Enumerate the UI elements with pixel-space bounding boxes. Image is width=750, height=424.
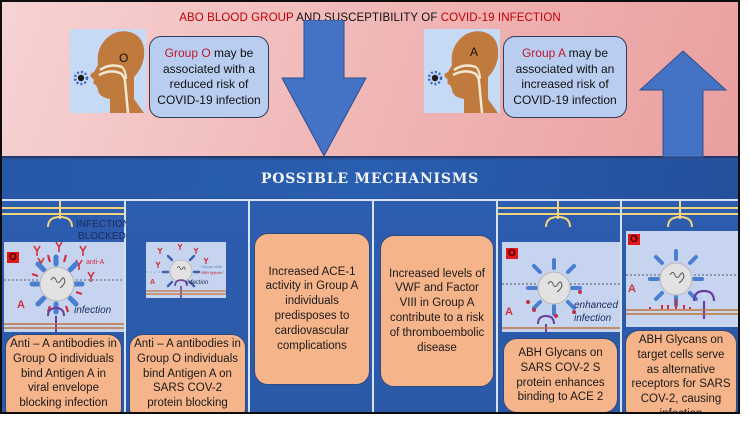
- callout-group-a-highlight: Group A: [521, 46, 566, 60]
- mechanism-text-box-3: Increased ACE-1 activity in Group A indi…: [254, 233, 370, 385]
- panel-2-diagram: Glycan side ABH glycan A infection: [146, 242, 226, 298]
- mechanism-text: Increased levels of VWF and Factor VIII …: [389, 267, 485, 354]
- virus-particle-icon: [169, 259, 193, 283]
- group-a-tag: A: [505, 306, 513, 318]
- panel-6-diagram: O A: [626, 231, 738, 327]
- ace2-receptor-icon: [47, 201, 73, 228]
- spike-proteins: [29, 254, 85, 315]
- receptor-icon: [692, 289, 716, 319]
- infographic-frame: ABO BLOOD GROUP AND SUSCEPTIBILITY OF CO…: [0, 0, 740, 414]
- mechanism-text-box-4: Increased levels of VWF and Factor VIII …: [380, 235, 494, 387]
- mechanism-text-box-5: ABH Glycans on SARS COV-2 S protein enha…: [503, 338, 618, 412]
- mechanism-text: Increased ACE-1 activity in Group A indi…: [265, 265, 359, 352]
- group-o-tag: O: [628, 234, 640, 245]
- membrane-line: [2, 213, 124, 215]
- mechanism-panel-5: O A enhanced infection ABH Glycans on SA…: [498, 201, 622, 412]
- callout-group-a: Group A may be associated with an increa…: [503, 36, 627, 118]
- infection-label: infection: [186, 280, 209, 286]
- virus-particle-icon: [39, 266, 75, 302]
- group-a-tag: A: [150, 279, 156, 286]
- group-o-tag: O: [506, 248, 518, 259]
- mechanism-panel-4: Increased levels of VWF and Factor VIII …: [374, 201, 498, 412]
- title-part-blood-group: ABO BLOOD GROUP: [179, 12, 294, 24]
- arrow-down-icon: [281, 20, 367, 158]
- human-head-icon: [73, 31, 145, 113]
- virus-particle-icon: [659, 262, 693, 296]
- mechanism-panel-3: Increased ACE-1 activity in Group A indi…: [250, 201, 374, 412]
- mechanism-panels: INFECTION BLOCKED: [2, 199, 738, 414]
- membrane-line: [2, 207, 124, 209]
- mechanism-text: Anti – A antibodies in Group O individua…: [10, 338, 117, 410]
- head-illustration-group-a: A: [424, 29, 500, 113]
- panel-5-diagram: O A enhanced infection: [502, 242, 620, 332]
- page-title: ABO BLOOD GROUP AND SUSCEPTIBILITY OF CO…: [2, 12, 738, 24]
- infection-blocked-label: INFECTION BLOCKED: [76, 219, 130, 242]
- antibody-blocking-diagram: [4, 242, 124, 332]
- mechanisms-banner: POSSIBLE MECHANISMS: [2, 160, 738, 198]
- group-a-tag: A: [17, 299, 25, 311]
- ace2-receptor-icon: [545, 201, 571, 228]
- mechanism-text-box-1: Anti – A antibodies in Group O individua…: [5, 334, 122, 412]
- enhanced-label: enhanced: [574, 300, 618, 311]
- virus-particle-icon: [73, 70, 89, 86]
- panel-1-diagram: O anti-A A infection: [4, 242, 124, 332]
- callout-group-o-highlight: Group O: [164, 46, 211, 60]
- blood-group-letter: A: [470, 45, 479, 59]
- mechanism-text-box-6: ABH Glycans on target cells serve as alt…: [625, 330, 737, 414]
- head-illustration-group-o: O: [70, 29, 146, 113]
- glycan-receptor-diagram: [626, 249, 738, 319]
- callout-group-o-text: may be associated with a reduced risk of…: [157, 46, 261, 107]
- virus-particle-icon: [537, 271, 571, 305]
- abh-glycan-label: ABH glycan: [201, 270, 222, 275]
- mechanism-text: Anti – A antibodies in Group O individua…: [134, 338, 241, 412]
- blood-group-letter: O: [119, 51, 129, 65]
- abh-glycans: [649, 299, 691, 309]
- mechanism-text: ABH Glycans on SARS COV-2 S protein enha…: [516, 346, 605, 404]
- spike-proteins: [526, 258, 582, 316]
- title-part-covid: COVID-19 INFECTION: [440, 12, 561, 24]
- receptor-icon: [174, 279, 188, 298]
- glycan-side-label: Glycan side: [201, 264, 222, 269]
- mechanism-text: ABH Glycans on target cells serve as alt…: [631, 334, 731, 414]
- banner-title: POSSIBLE MECHANISMS: [260, 171, 480, 187]
- ace2-receptor-icon: [667, 201, 693, 228]
- mechanism-panel-6: O A ABH Glycans on target cells serve as…: [622, 201, 738, 414]
- virus-particle-icon: [427, 70, 443, 86]
- enhanced-infection-diagram: [502, 258, 620, 332]
- antibody-glycan-diagram: [146, 243, 226, 298]
- mechanism-panel-1: INFECTION BLOCKED: [2, 201, 130, 412]
- infection-label: infection: [574, 313, 612, 324]
- receptor-icon: [537, 314, 555, 332]
- mechanism-text-box-2: Anti – A antibodies in Group O individua…: [129, 334, 246, 412]
- callout-group-a-text: may be associated with an increased risk…: [513, 46, 617, 107]
- top-section: ABO BLOOD GROUP AND SUSCEPTIBILITY OF CO…: [2, 2, 738, 158]
- callout-group-o: Group O may be associated with a reduced…: [149, 36, 269, 118]
- group-a-tag: A: [628, 283, 636, 295]
- human-head-icon: [427, 31, 499, 113]
- arrow-up-icon: [638, 50, 728, 158]
- group-o-tag: O: [7, 252, 19, 263]
- anti-a-label: anti-A: [86, 259, 105, 266]
- infection-label: infection: [74, 305, 112, 316]
- mechanism-panel-2: Glycan side ABH glycan A infection Anti …: [126, 201, 250, 412]
